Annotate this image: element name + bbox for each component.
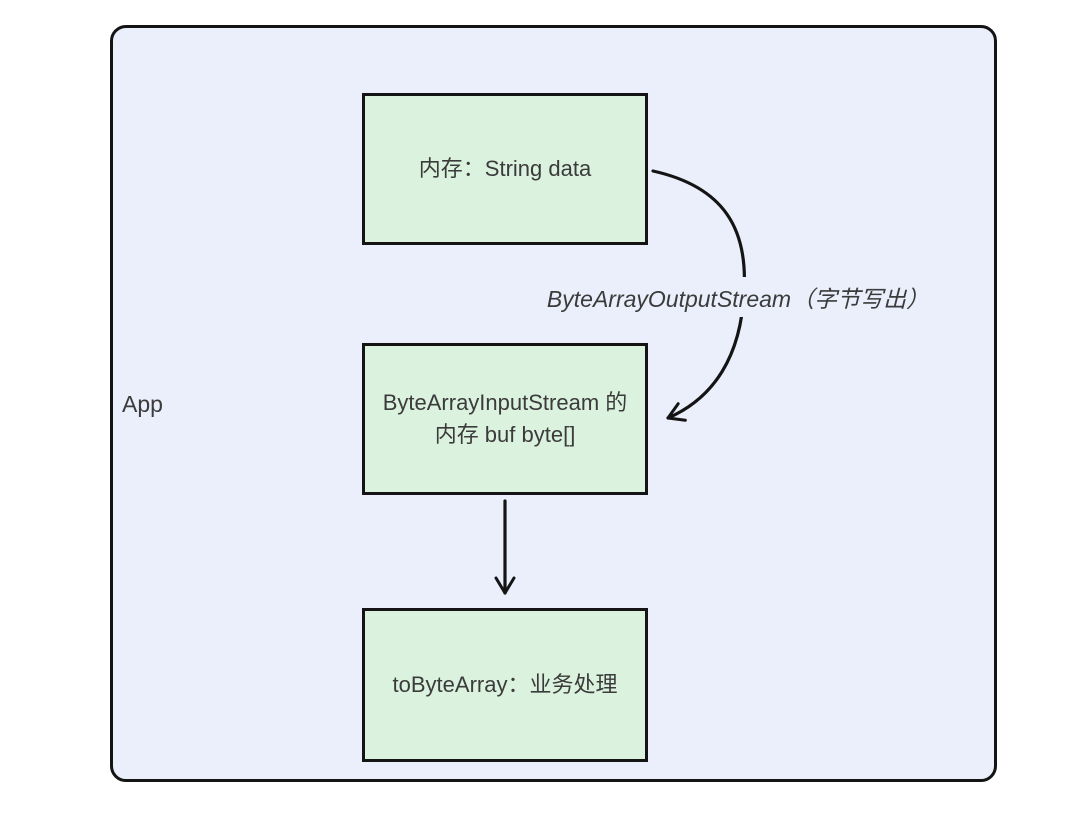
node-tobytearray-business-label: toByteArray：业务处理 bbox=[392, 672, 618, 698]
app-container-label: App bbox=[122, 391, 163, 417]
node-memory-string: 内存：String data bbox=[362, 93, 648, 245]
node-bytearray-inputstream-buf: ByteArrayInputStream 的内存 buf byte[] bbox=[362, 343, 648, 495]
edge-label-bytearrayoutputstream: ByteArrayOutputStream（字节写出） bbox=[540, 277, 936, 317]
node-bytearray-inputstream-buf-label: ByteArrayInputStream 的内存 buf byte[] bbox=[382, 390, 628, 447]
node-tobytearray-business: toByteArray：业务处理 bbox=[362, 608, 648, 762]
node-memory-string-label: 内存：String data bbox=[418, 156, 592, 182]
